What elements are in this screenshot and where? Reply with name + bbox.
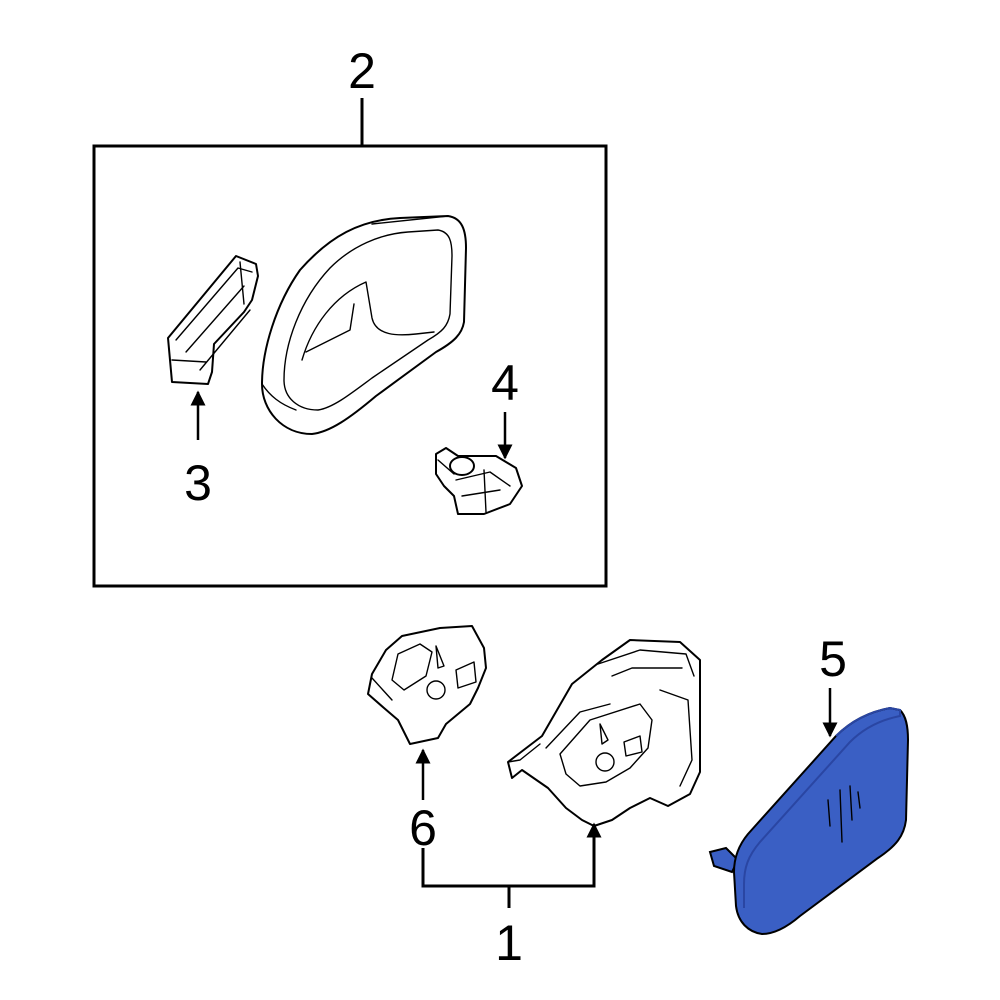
part-3-cover[interactable]	[167, 255, 259, 385]
part-6-bracket[interactable]	[367, 625, 487, 745]
callout-6[interactable]: 6	[409, 748, 437, 856]
part-4-motor[interactable]	[435, 447, 523, 515]
callout-4-label: 4	[491, 355, 519, 411]
callout-6-label: 6	[409, 800, 437, 856]
callout-3[interactable]: 3	[184, 390, 212, 511]
callout-1-bracket	[421, 836, 596, 888]
callout-1[interactable]: 1	[421, 822, 602, 971]
mirror-glass-edge	[743, 706, 901, 908]
mirror-housing[interactable]	[261, 215, 467, 435]
callout-3-label: 3	[184, 455, 212, 511]
callout-5[interactable]: 5	[819, 631, 847, 738]
mirror-assembly-box	[92, 144, 608, 588]
part-5-mirror-glass[interactable]	[708, 706, 910, 936]
callout-4[interactable]: 4	[491, 355, 519, 460]
callout-1-label: 1	[495, 915, 523, 971]
mirror-glass-face	[732, 706, 910, 936]
callout-5-label: 5	[819, 631, 847, 687]
callout-2-label: 2	[348, 43, 376, 99]
part-1-base[interactable]	[507, 639, 701, 827]
callout-2[interactable]: 2	[348, 43, 376, 146]
